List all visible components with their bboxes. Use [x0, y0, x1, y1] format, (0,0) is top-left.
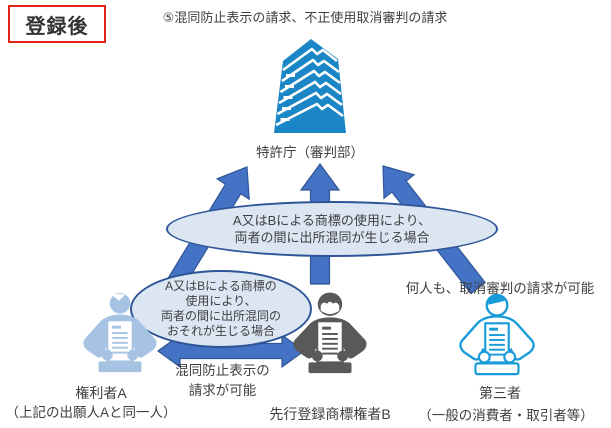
annotation-prevention-request: 混同防止表示の 請求が可能 [175, 363, 270, 398]
person-b-icon [293, 292, 367, 374]
actor-holder-a-name: 権利者A [75, 385, 127, 401]
callout-confusion-risk: A又はBによる商標の 使用により、 両者の間に出所混同の おそれが生じる場合 [130, 270, 312, 348]
actor-third-party-note: （一般の消費者・取引者等） [418, 408, 594, 423]
actor-holder-a-note: （上記の出願人Aと同一人） [5, 405, 177, 420]
callout-confusion-occurs: A又はBによる商標の使用により、 両者の間に出所混同が生じる場合 [166, 201, 498, 257]
stage-label: 登録後 [25, 15, 89, 38]
person-a-icon [83, 292, 157, 373]
person-c-icon [459, 294, 535, 376]
building-icon [274, 39, 346, 133]
stage-badge: 登録後 [8, 5, 106, 43]
page-title: ⑤混同防止表示の請求、不正使用取消審判の請求 [162, 10, 448, 25]
actor-holder-b-name: 先行登録商標権者B [269, 406, 391, 422]
actor-third-party-name: 第三者 [479, 385, 521, 401]
annotation-anyone-can-request: 何人も、取消審判の請求が可能 [405, 281, 595, 296]
patent-office-label: 特許庁（審判部） [256, 145, 364, 160]
